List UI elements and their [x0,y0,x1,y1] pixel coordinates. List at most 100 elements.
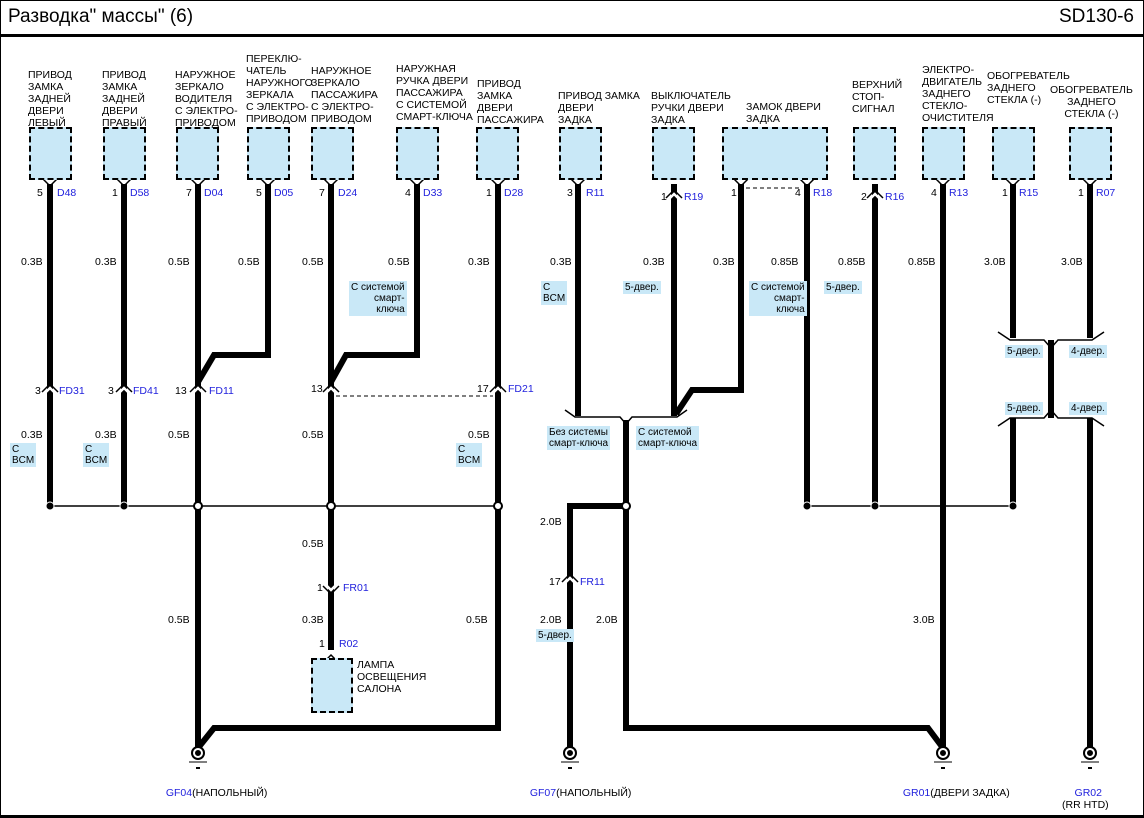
connector-id-d58[interactable]: D58 [130,187,150,199]
component-box-r19[interactable] [652,127,695,180]
component-label-d58: ПРИВОД ЗАМКА ЗАДНЕЙ ДВЕРИ ПРАВЫЙ [102,69,147,129]
connector-id-r19[interactable]: R19 [684,191,704,203]
connector-id-r11[interactable]: R11 [586,187,605,199]
connector-id-r18[interactable]: R18 [813,187,833,199]
connector-id-fd21[interactable]: FD21 [508,383,534,395]
component-box-r18[interactable] [722,127,828,180]
ground-label-gf04[interactable]: GF04(НАПОЛЬНЫЙ) [160,775,268,799]
ground-label-gr02[interactable]: GR02(RR HTD) [1062,775,1109,811]
pin-number: 1 [112,187,118,199]
splice-node [326,501,336,511]
connector-id-r13[interactable]: R13 [949,187,969,199]
splice-dot [802,501,812,511]
wire-gauge: 0.3В [21,256,43,268]
splice-dot [870,501,880,511]
pin-number: 7 [186,187,192,199]
wire-gauge: 0.5В [302,538,324,550]
pin-number: 13 [175,385,187,397]
component-label-d48: ПРИВОД ЗАМКА ЗАДНЕЙ ДВЕРИ ЛЕВЫЙ [28,69,72,129]
component-label-r13: ЭЛЕКТРО- ДВИГАТЕЛЬ ЗАДНЕГО СТЕКЛО- ОЧИСТ… [922,64,994,124]
wire-gauge: 0.5В [388,256,410,268]
pin-number: 1 [317,582,323,594]
component-box-r02[interactable] [311,658,353,713]
connector-id-r02[interactable]: R02 [339,638,359,650]
connector-id-fr01[interactable]: FR01 [343,582,369,594]
pin-number: 1 [1002,187,1008,199]
note-five-door: 5-двер. [1005,345,1043,358]
component-box-d28[interactable] [476,127,519,180]
connector-id-fr11[interactable]: FR11 [580,576,605,588]
pin-notch [409,178,425,188]
connector-id-r16[interactable]: R16 [885,191,905,203]
ground-label-gf07[interactable]: GF07(НАПОЛЬНЫЙ) [524,775,632,799]
connector-id-d05[interactable]: D05 [274,187,294,199]
component-label-d33: НАРУЖНАЯ РУЧКА ДВЕРИ ПАССАЖИРА С СИСТЕМО… [396,63,473,123]
pin-number: 1 [486,187,492,199]
pin-number: 13 [311,383,323,395]
splice-dot [1008,501,1018,511]
ground-label-gr01[interactable]: GR01(ДВЕРИ ЗАДКА) [897,775,1010,799]
component-label-r15: ОБОГРЕВАТЕЛЬ ЗАДНЕГО СТЕКЛА (-) [987,70,1070,106]
connector-id-d33[interactable]: D33 [423,187,443,199]
component-box-r15[interactable] [992,127,1035,180]
note-five-door: 5-двер. [536,629,574,642]
component-label-d05: ПЕРЕКЛЮ- ЧАТЕЛЬ НАРУЖНОГО ЗЕРКАЛА С ЭЛЕК… [246,53,313,125]
pin-number: 5 [37,187,43,199]
component-box-r13[interactable] [922,127,965,180]
connector-chevron-fr11 [563,576,577,585]
component-label-r18: ЗАМОК ДВЕРИ ЗАДКА [746,101,821,125]
ground-id[interactable]: GF07 [529,787,557,799]
wire-gauge: 2.0В [540,614,562,626]
ground-desc: (НАПОЛЬНЫЙ) [556,787,632,799]
connector-id-d04[interactable]: D04 [204,187,224,199]
pin-number: 3 [35,385,41,397]
note-bcm: С BCM [83,443,110,467]
pin-number: 4 [931,187,937,199]
pin-notch [1005,178,1021,188]
component-box-d58[interactable] [103,127,146,180]
connector-chevron-fd41 [117,386,131,395]
component-label-r07: ОБОГРЕВАТЕЛЬ ЗАДНЕГО СТЕКЛА (-) [1050,84,1133,120]
note-four-door: 4-двер. [1069,345,1107,358]
component-label-d28: ПРИВОД ЗАМКА ДВЕРИ ПАССАЖИРА [477,78,544,126]
component-box-d04[interactable] [176,127,219,180]
component-box-r11[interactable] [559,127,602,180]
note-smart-key: С системой смарт- ключа [749,281,807,316]
connector-chevron-r16 [868,192,882,201]
component-box-r07[interactable] [1069,127,1112,180]
note-smart-key: С системой смарт- ключа [349,281,407,316]
connector-id-fd11[interactable]: FD11 [209,385,234,397]
ground-id[interactable]: GR01 [902,787,931,799]
component-box-d24[interactable] [311,127,354,180]
component-box-r16[interactable] [853,127,896,180]
connector-id-d48[interactable]: D48 [57,187,77,199]
connector-id-d28[interactable]: D28 [504,187,524,199]
connector-id-r15[interactable]: R15 [1019,187,1039,199]
component-box-d33[interactable] [396,127,439,180]
connector-id-fd41[interactable]: FD41 [133,385,159,397]
ground-id[interactable]: GR02 [1074,787,1102,799]
connector-id-r07[interactable]: R07 [1096,187,1116,199]
ground-icon-gr01 [934,746,952,769]
connector-chevron-fd31 [43,386,57,395]
wire-gauge: 3.0В [984,256,1006,268]
connector-chevron-fr11-outline [561,572,579,583]
wire-gauge: 3.0В [913,614,935,626]
ground-icon-gf04 [189,746,207,769]
component-box-d05[interactable] [247,127,290,180]
wire-gauge: 2.0В [540,516,562,528]
ground-id[interactable]: GF04 [165,787,193,799]
pin-number: 17 [549,576,561,588]
ground-desc: (ДВЕРИ ЗАДКА) [930,787,1010,799]
pin-number: 1 [661,191,667,203]
note-five-door: 5-двер. [824,281,862,294]
connector-chevron-fd41-outline [115,382,133,393]
pin-notch [1082,178,1098,188]
note-four-door: 4-двер. [1069,402,1107,415]
connector-id-d24[interactable]: D24 [338,187,358,199]
connector-chevron-fd11 [191,386,205,395]
component-box-d48[interactable] [29,127,72,180]
pin-number: 17 [477,383,489,395]
connector-id-fd31[interactable]: FD31 [59,385,85,397]
